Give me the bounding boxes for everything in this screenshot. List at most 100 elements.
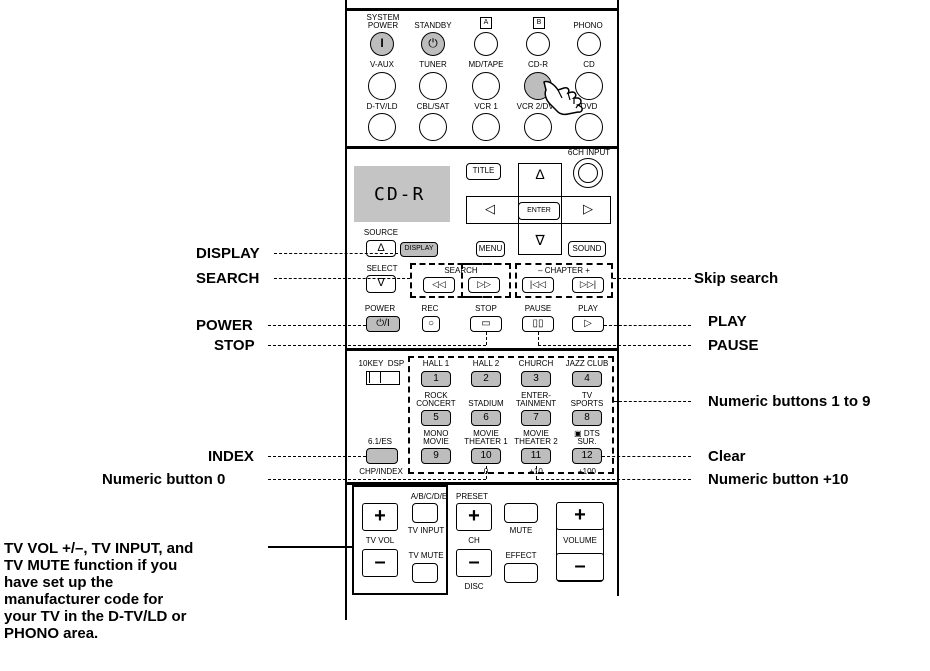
numeric-button-9[interactable]: 9 — [421, 448, 451, 464]
numeric-button-12[interactable]: 12 — [572, 448, 602, 464]
leader-display — [274, 253, 398, 254]
vcr2-dvr-button[interactable] — [524, 113, 552, 141]
tv-vol-minus-button[interactable]: – — [362, 549, 398, 577]
cbl-sat-label: CBL/SAT — [416, 102, 450, 111]
callout-pause: PAUSE — [708, 337, 759, 354]
rec-label: REC — [421, 304, 439, 313]
below-10-label: 0 — [483, 467, 489, 476]
numeric-button-11[interactable]: 11 — [521, 448, 551, 464]
keypad-switch-right-label: DSP — [387, 359, 405, 368]
md-tape-button[interactable] — [472, 72, 500, 100]
title-button[interactable]: TITLE — [466, 163, 501, 180]
lcd-display: CD-R — [354, 166, 450, 222]
source-down-button[interactable]: ∇ — [366, 275, 396, 293]
keypad-switch-knob — [369, 372, 381, 383]
vcr2-dvr-label: VCR 2/DVR — [516, 102, 560, 111]
rec-button[interactable]: ○ — [422, 316, 440, 332]
up-button[interactable]: Δ — [521, 164, 559, 188]
numeric-button-8[interactable]: 8 — [572, 410, 602, 426]
preset-label: PRESET — [455, 492, 488, 501]
numeric-button-7[interactable]: 7 — [521, 410, 551, 426]
stop-label: STOP — [475, 304, 497, 313]
numeric-button-1[interactable]: 1 — [421, 371, 451, 387]
enter-button[interactable]: ENTER — [518, 202, 560, 220]
tv-input-button[interactable] — [412, 503, 438, 523]
tv-note-text: TV VOL +/–, TV INPUT, and TV MUTE functi… — [4, 540, 194, 642]
remote-left-edge — [345, 0, 347, 620]
leader-numeric-0-v — [486, 466, 487, 479]
play-button[interactable]: ▷ — [572, 316, 604, 332]
chapter-label: – CHAPTER + — [538, 266, 590, 275]
dvd-button[interactable] — [575, 113, 603, 141]
dsp-label-4: JAZZ CLUB — [565, 359, 609, 368]
zone-b-button[interactable] — [526, 32, 550, 56]
down-button[interactable]: ∇ — [521, 230, 559, 254]
cd-r-label: CD-R — [528, 60, 548, 69]
standby-button[interactable]: ⏻ — [421, 32, 445, 56]
system-power-button[interactable]: I — [370, 32, 394, 56]
divider-top — [345, 8, 619, 11]
pause-button[interactable]: ▯▯ — [522, 316, 554, 332]
tv-vol-plus-button[interactable]: + — [362, 503, 398, 531]
v-aux-button[interactable] — [368, 72, 396, 100]
display-button[interactable]: DISPLAY — [400, 242, 438, 257]
zone-a-button[interactable] — [474, 32, 498, 56]
leader-index — [268, 456, 366, 457]
play-label: PLAY — [578, 304, 598, 313]
numeric-button-6[interactable]: 6 — [471, 410, 501, 426]
stop-button[interactable]: ▭ — [470, 316, 502, 332]
ch-plus-button[interactable]: + — [456, 503, 492, 531]
ch-minus-button[interactable]: – — [456, 549, 492, 577]
select-label: SELECT — [366, 264, 398, 273]
divider-1 — [345, 146, 619, 149]
sound-button[interactable]: SOUND — [568, 241, 606, 257]
search-box-2 — [410, 263, 511, 298]
cbl-sat-button[interactable] — [419, 113, 447, 141]
phono-label: PHONO — [573, 21, 603, 30]
search-back-button[interactable]: ◁◁ — [423, 277, 455, 293]
vcr1-button[interactable] — [472, 113, 500, 141]
d-tv-ld-button[interactable] — [368, 113, 396, 141]
leader-numeric-10 — [536, 479, 691, 480]
phono-button[interactable] — [577, 32, 601, 56]
skip-forward-button[interactable]: ▷▷| — [572, 277, 604, 293]
standby-label: STANDBY — [414, 21, 452, 30]
cd-button[interactable] — [575, 72, 603, 100]
numeric-button-3[interactable]: 3 — [521, 371, 551, 387]
volume-minus-button[interactable]: – — [556, 553, 604, 581]
power-button[interactable]: ⏻/I — [366, 316, 400, 332]
six-ch-input-inner — [578, 163, 598, 183]
source-up-button[interactable]: Δ — [366, 240, 396, 257]
es-button[interactable] — [366, 448, 398, 464]
keypad-switch-left-label: 10KEY — [358, 359, 384, 368]
mute-button[interactable] — [504, 503, 538, 523]
divider-3 — [345, 482, 619, 485]
numeric-button-4[interactable]: 4 — [572, 371, 602, 387]
dvd-label: DVD — [580, 102, 598, 111]
tuner-button[interactable] — [419, 72, 447, 100]
effect-button[interactable] — [504, 563, 538, 583]
callout-numeric-0: Numeric button 0 — [102, 471, 226, 488]
es-label: 6.1/ES — [367, 437, 392, 446]
right-button[interactable]: ▷ — [566, 198, 610, 222]
tv-mute-button[interactable] — [412, 563, 438, 583]
leader-numeric-10-v — [536, 466, 537, 479]
numeric-button-5[interactable]: 5 — [421, 410, 451, 426]
menu-button[interactable]: MENU — [476, 241, 505, 257]
volume-plus-button[interactable]: + — [556, 502, 604, 530]
search-forward-button[interactable]: ▷▷ — [468, 277, 500, 293]
keypad-switch[interactable] — [366, 371, 400, 385]
skip-back-button[interactable]: |◁◁ — [522, 277, 554, 293]
numeric-button-10[interactable]: 10 — [471, 448, 501, 464]
left-button[interactable]: ◁ — [468, 198, 512, 222]
dsp-label-3: CHURCH — [518, 359, 554, 368]
tv-control-frame — [352, 485, 448, 595]
md-tape-label: MD/TAPE — [468, 60, 504, 69]
numeric-button-2[interactable]: 2 — [471, 371, 501, 387]
cd-label: CD — [583, 60, 595, 69]
leader-numeric-1-9 — [614, 401, 691, 402]
mute-label: MUTE — [509, 526, 533, 535]
